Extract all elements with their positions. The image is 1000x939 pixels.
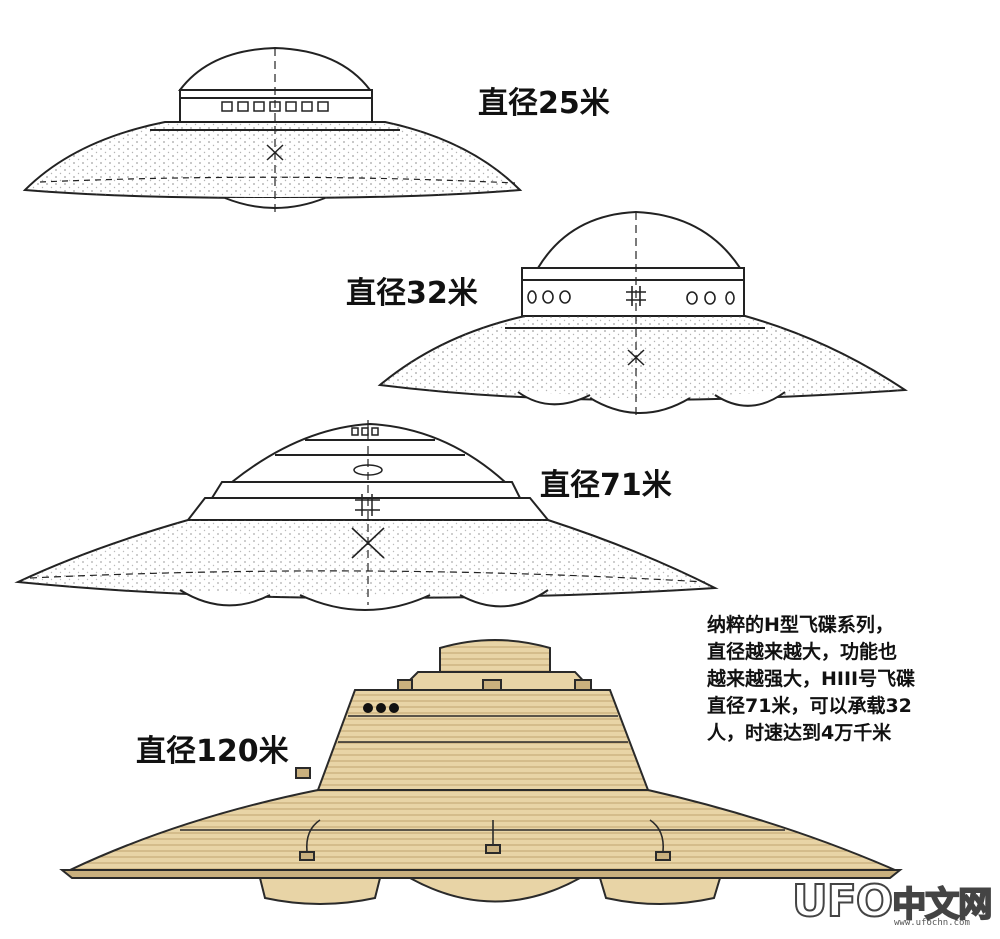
watermark-logo-cn: 中文网	[891, 884, 993, 926]
diameter-label-120m: 直径120米	[136, 734, 289, 769]
saucer-25m	[22, 46, 523, 215]
diameter-label-25m: 直径25米	[478, 86, 610, 121]
caption-line: 纳粹的H型飞碟系列，	[707, 614, 894, 636]
description-caption: 纳粹的H型飞碟系列， 直径越来越大，功能也 越来越强大，HIII号飞碟 直径71…	[707, 612, 977, 747]
watermark-logo: UFO中文网	[791, 875, 993, 928]
saucer-71m	[14, 420, 719, 611]
watermark-logo-latin: UFO	[791, 875, 894, 928]
caption-line: 直径71米，可以承载32	[707, 695, 912, 717]
caption-line: 人，时速达到4万千米	[707, 722, 892, 744]
site-watermark: UFO中文网 www.ufochn.com	[791, 875, 993, 934]
saucer-32m	[377, 210, 908, 420]
diameter-label-32m: 直径32米	[346, 276, 478, 311]
diameter-label-71m: 直径71米	[540, 468, 672, 503]
caption-line: 直径越来越大，功能也	[707, 641, 898, 663]
saucer-120m	[59, 639, 903, 905]
watermark-url: www.ufochn.com	[894, 918, 970, 928]
caption-line: 越来越强大，HIII号飞碟	[707, 668, 916, 690]
